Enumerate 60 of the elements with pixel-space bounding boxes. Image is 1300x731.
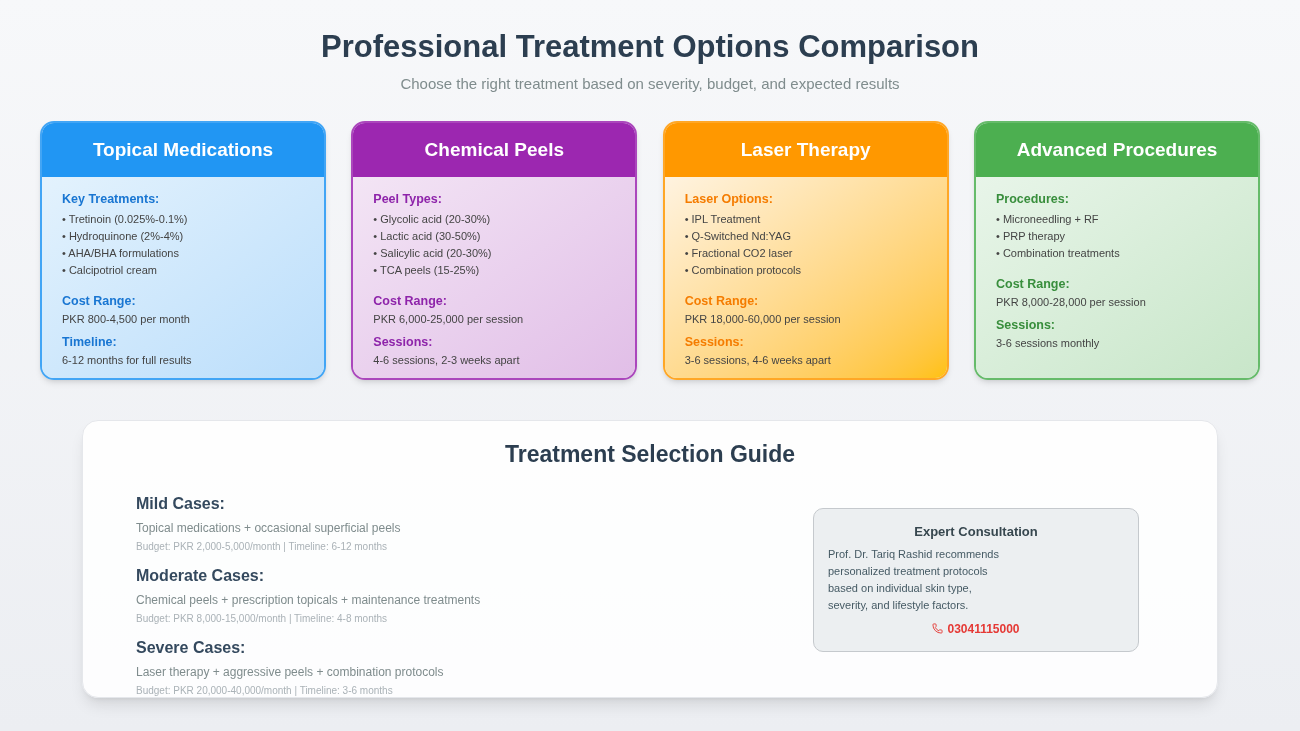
section-heading: Cost Range: [373,293,448,309]
list-item: • Combination protocols [684,263,802,278]
page-title: Professional Treatment Options Comparison [321,28,979,66]
treatment-card [662,121,949,380]
list-item: • Microneedling + RF [996,212,1100,227]
panel-title: Treatment Selection Guide [504,440,796,469]
list-item: • Glycolic acid (20-30%) [373,212,492,227]
detail-text: 6-12 months for full results [62,353,193,368]
consultation-card [813,508,1139,652]
detail-text: PKR 6,000-25,000 per session [373,312,525,327]
section-heading: Laser Options: [684,191,774,207]
section-heading: Cost Range: [684,293,760,309]
case-description: Chemical peels + prescription topicals + maintenance treatments [136,592,482,609]
list-item: • TCA peels (15-25%) [373,263,481,278]
section-heading: Sessions: [684,334,745,350]
section-heading: Cost Range: [996,276,1071,292]
detail-text: 3-6 sessions, 4-6 weeks apart [684,353,832,368]
budget-note: Budget: PKR 20,000-40,000/month | Timeline: 3-6 months [136,684,394,698]
section-heading: Sessions: [996,317,1057,333]
section-heading: Sessions: [373,334,434,350]
detail-text: PKR 8,000-28,000 per session [996,295,1147,310]
list-item: • Lactic acid (30-50%) [373,229,482,244]
section-heading: Procedures: [996,191,1070,207]
list-item: • IPL Treatment [684,212,762,227]
card-title: Topical Medications [92,137,274,162]
card-title: Laser Therapy [740,137,871,162]
list-item: • Hydroquinone (2%-4%) [62,229,185,244]
case-heading: Moderate Cases: [136,566,266,586]
list-item: • AHA/BHA formulations [62,246,180,261]
card-title: Chemical Peels [424,137,565,162]
detail-text: 4-6 sessions, 2-3 weeks apart [373,353,521,368]
treatment-card [351,121,638,380]
list-item: • Salicylic acid (20-30%) [373,246,493,261]
list-item: • Q-Switched Nd:YAG [684,229,792,244]
card-title: Advanced Procedures [1016,137,1218,162]
detail-text: PKR 18,000-60,000 per session [684,312,842,327]
paragraph: Prof. Dr. Tariq Rashid recommends personalized treatment protocols based on individual skin type, severity, and lifestyle factors. [828,546,1000,613]
card-title: Expert Consultation [913,523,1039,541]
case-description: Laser therapy + aggressive peels + combination protocols [136,664,445,681]
section-heading: Timeline: [62,334,118,350]
treatment-card [974,121,1260,380]
detail-text: 3-6 sessions monthly [996,336,1101,351]
list-item: • Calcipotriol cream [62,263,158,278]
detail-text: PKR 800-4,500 per month [62,312,191,327]
list-item: • Combination treatments [996,246,1121,261]
case-heading: Severe Cases: [136,638,247,658]
subtitle: Choose the right treatment based on severity, budget, and expected results [400,74,900,94]
guide-panel [82,420,1218,698]
list-item: • Fractional CO2 laser [684,246,794,261]
section-heading: Peel Types: [373,191,443,207]
budget-note: Budget: PKR 8,000-15,000/month | Timeline: 4-8 months [136,612,389,626]
section-heading: Cost Range: [62,293,137,309]
case-description: Topical medications + occasional superficial peels [136,520,402,537]
section-heading: Key Treatments: [62,191,161,207]
phone-number: 03041115000 [947,620,1020,638]
case-heading: Mild Cases: [136,494,226,514]
list-item: • PRP therapy [996,229,1067,244]
treatment-card [40,121,326,380]
budget-note: Budget: PKR 2,000-5,000/month | Timeline: 6-12 months [136,540,389,554]
list-item: • Tretinoin (0.025%-0.1%) [62,212,189,227]
